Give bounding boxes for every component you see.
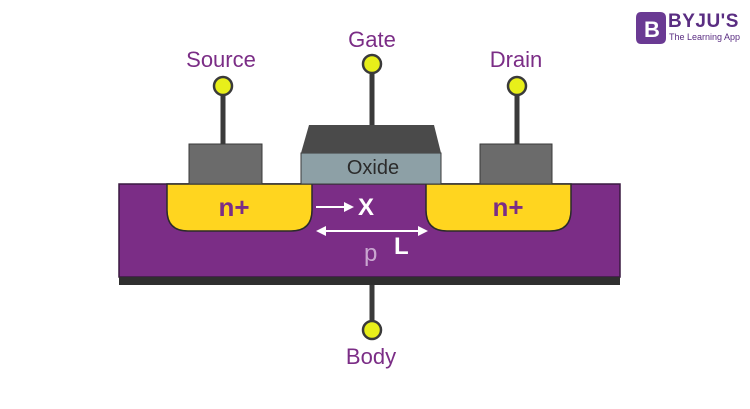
byjus-logo-name: BYJU'S — [668, 11, 739, 32]
n-plus-label-left: n+ — [218, 192, 250, 222]
body-contact-plate — [119, 277, 620, 285]
source-terminal-dot — [212, 75, 234, 97]
n-plus-region-left — [166, 183, 313, 232]
n-plus-region-right — [425, 183, 572, 232]
source-contact — [188, 143, 263, 185]
gate-terminal-dot — [361, 53, 383, 75]
p-substrate-label: p — [364, 240, 378, 267]
depletion-arrow-x — [316, 202, 354, 212]
l-label: L — [394, 233, 409, 260]
drain-contact — [479, 143, 553, 185]
n-plus-label-right: n+ — [492, 192, 524, 222]
byjus-logo-icon: B — [636, 12, 666, 44]
drain-label: Drain — [489, 47, 543, 72]
body-terminal-dot — [361, 319, 383, 341]
oxide-layer — [300, 152, 442, 185]
svg-text:B: B — [644, 17, 660, 42]
source-label: Source — [186, 47, 256, 72]
drain-terminal-dot — [506, 75, 528, 97]
body-label: Body — [345, 344, 397, 369]
gate-label: Gate — [348, 27, 396, 52]
byjus-logo-tagline: The Learning App — [669, 32, 741, 42]
channel-length-arrow — [316, 226, 428, 236]
gate-electrode — [301, 125, 441, 153]
oxide-label: Oxide — [346, 157, 400, 179]
x-label: X — [358, 194, 375, 221]
